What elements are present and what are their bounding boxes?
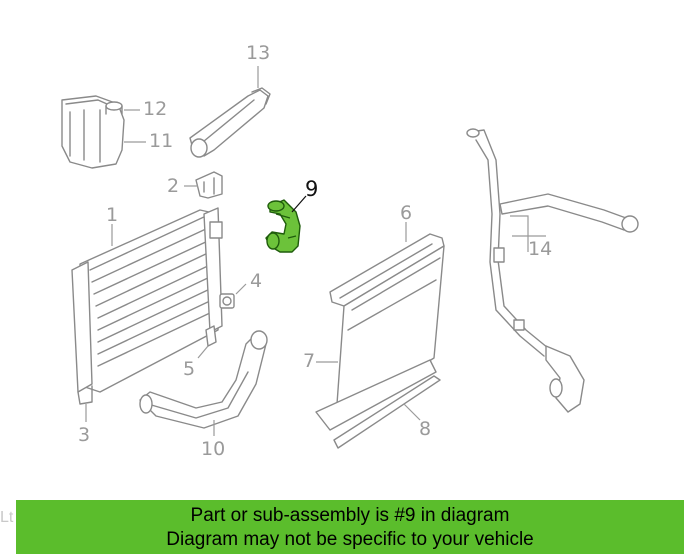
leader-4 xyxy=(235,283,247,295)
banner-line-2: Diagram may not be specific to your vehi… xyxy=(166,529,534,550)
callout-6[interactable]: 6 xyxy=(400,202,413,224)
callout-11[interactable]: 11 xyxy=(149,130,174,152)
callout-4[interactable]: 4 xyxy=(250,270,263,292)
callout-14[interactable]: 14 xyxy=(528,238,553,260)
clip-5 xyxy=(205,325,217,347)
callout-1[interactable]: 1 xyxy=(106,204,119,226)
callout-13[interactable]: 13 xyxy=(246,42,271,64)
bracket-2 xyxy=(195,171,223,199)
lower-hose-10 xyxy=(139,330,268,429)
leader-8 xyxy=(403,403,421,421)
heater-hoses-14 xyxy=(466,128,639,413)
callout-12[interactable]: 12 xyxy=(143,98,168,120)
callout-9[interactable]: 9 xyxy=(305,177,319,201)
callout-5[interactable]: 5 xyxy=(183,358,196,380)
callout-3[interactable]: 3 xyxy=(78,424,91,446)
leader-14 xyxy=(510,215,546,252)
callout-10[interactable]: 10 xyxy=(201,438,226,460)
fan-shroud-6 xyxy=(315,233,445,431)
callout-7[interactable]: 7 xyxy=(303,350,316,372)
radiator-1 xyxy=(71,207,223,405)
callout-8[interactable]: 8 xyxy=(419,418,432,440)
leader-9 xyxy=(291,195,307,213)
highlighted-hose-9 xyxy=(265,199,301,253)
leader-5 xyxy=(197,345,209,359)
parts-diagram xyxy=(61,66,639,449)
upper-hose-13 xyxy=(189,87,271,158)
grommet-4 xyxy=(219,293,235,309)
callout-2[interactable]: 2 xyxy=(167,175,180,197)
watermark: Lt xyxy=(0,509,14,526)
banner-line-1: Part or sub-assembly is #9 in diagram xyxy=(190,505,510,526)
seal-8 xyxy=(333,375,441,449)
coolant-reservoir xyxy=(61,95,125,169)
info-banner: Part or sub-assembly is #9 in diagram Di… xyxy=(16,500,684,554)
